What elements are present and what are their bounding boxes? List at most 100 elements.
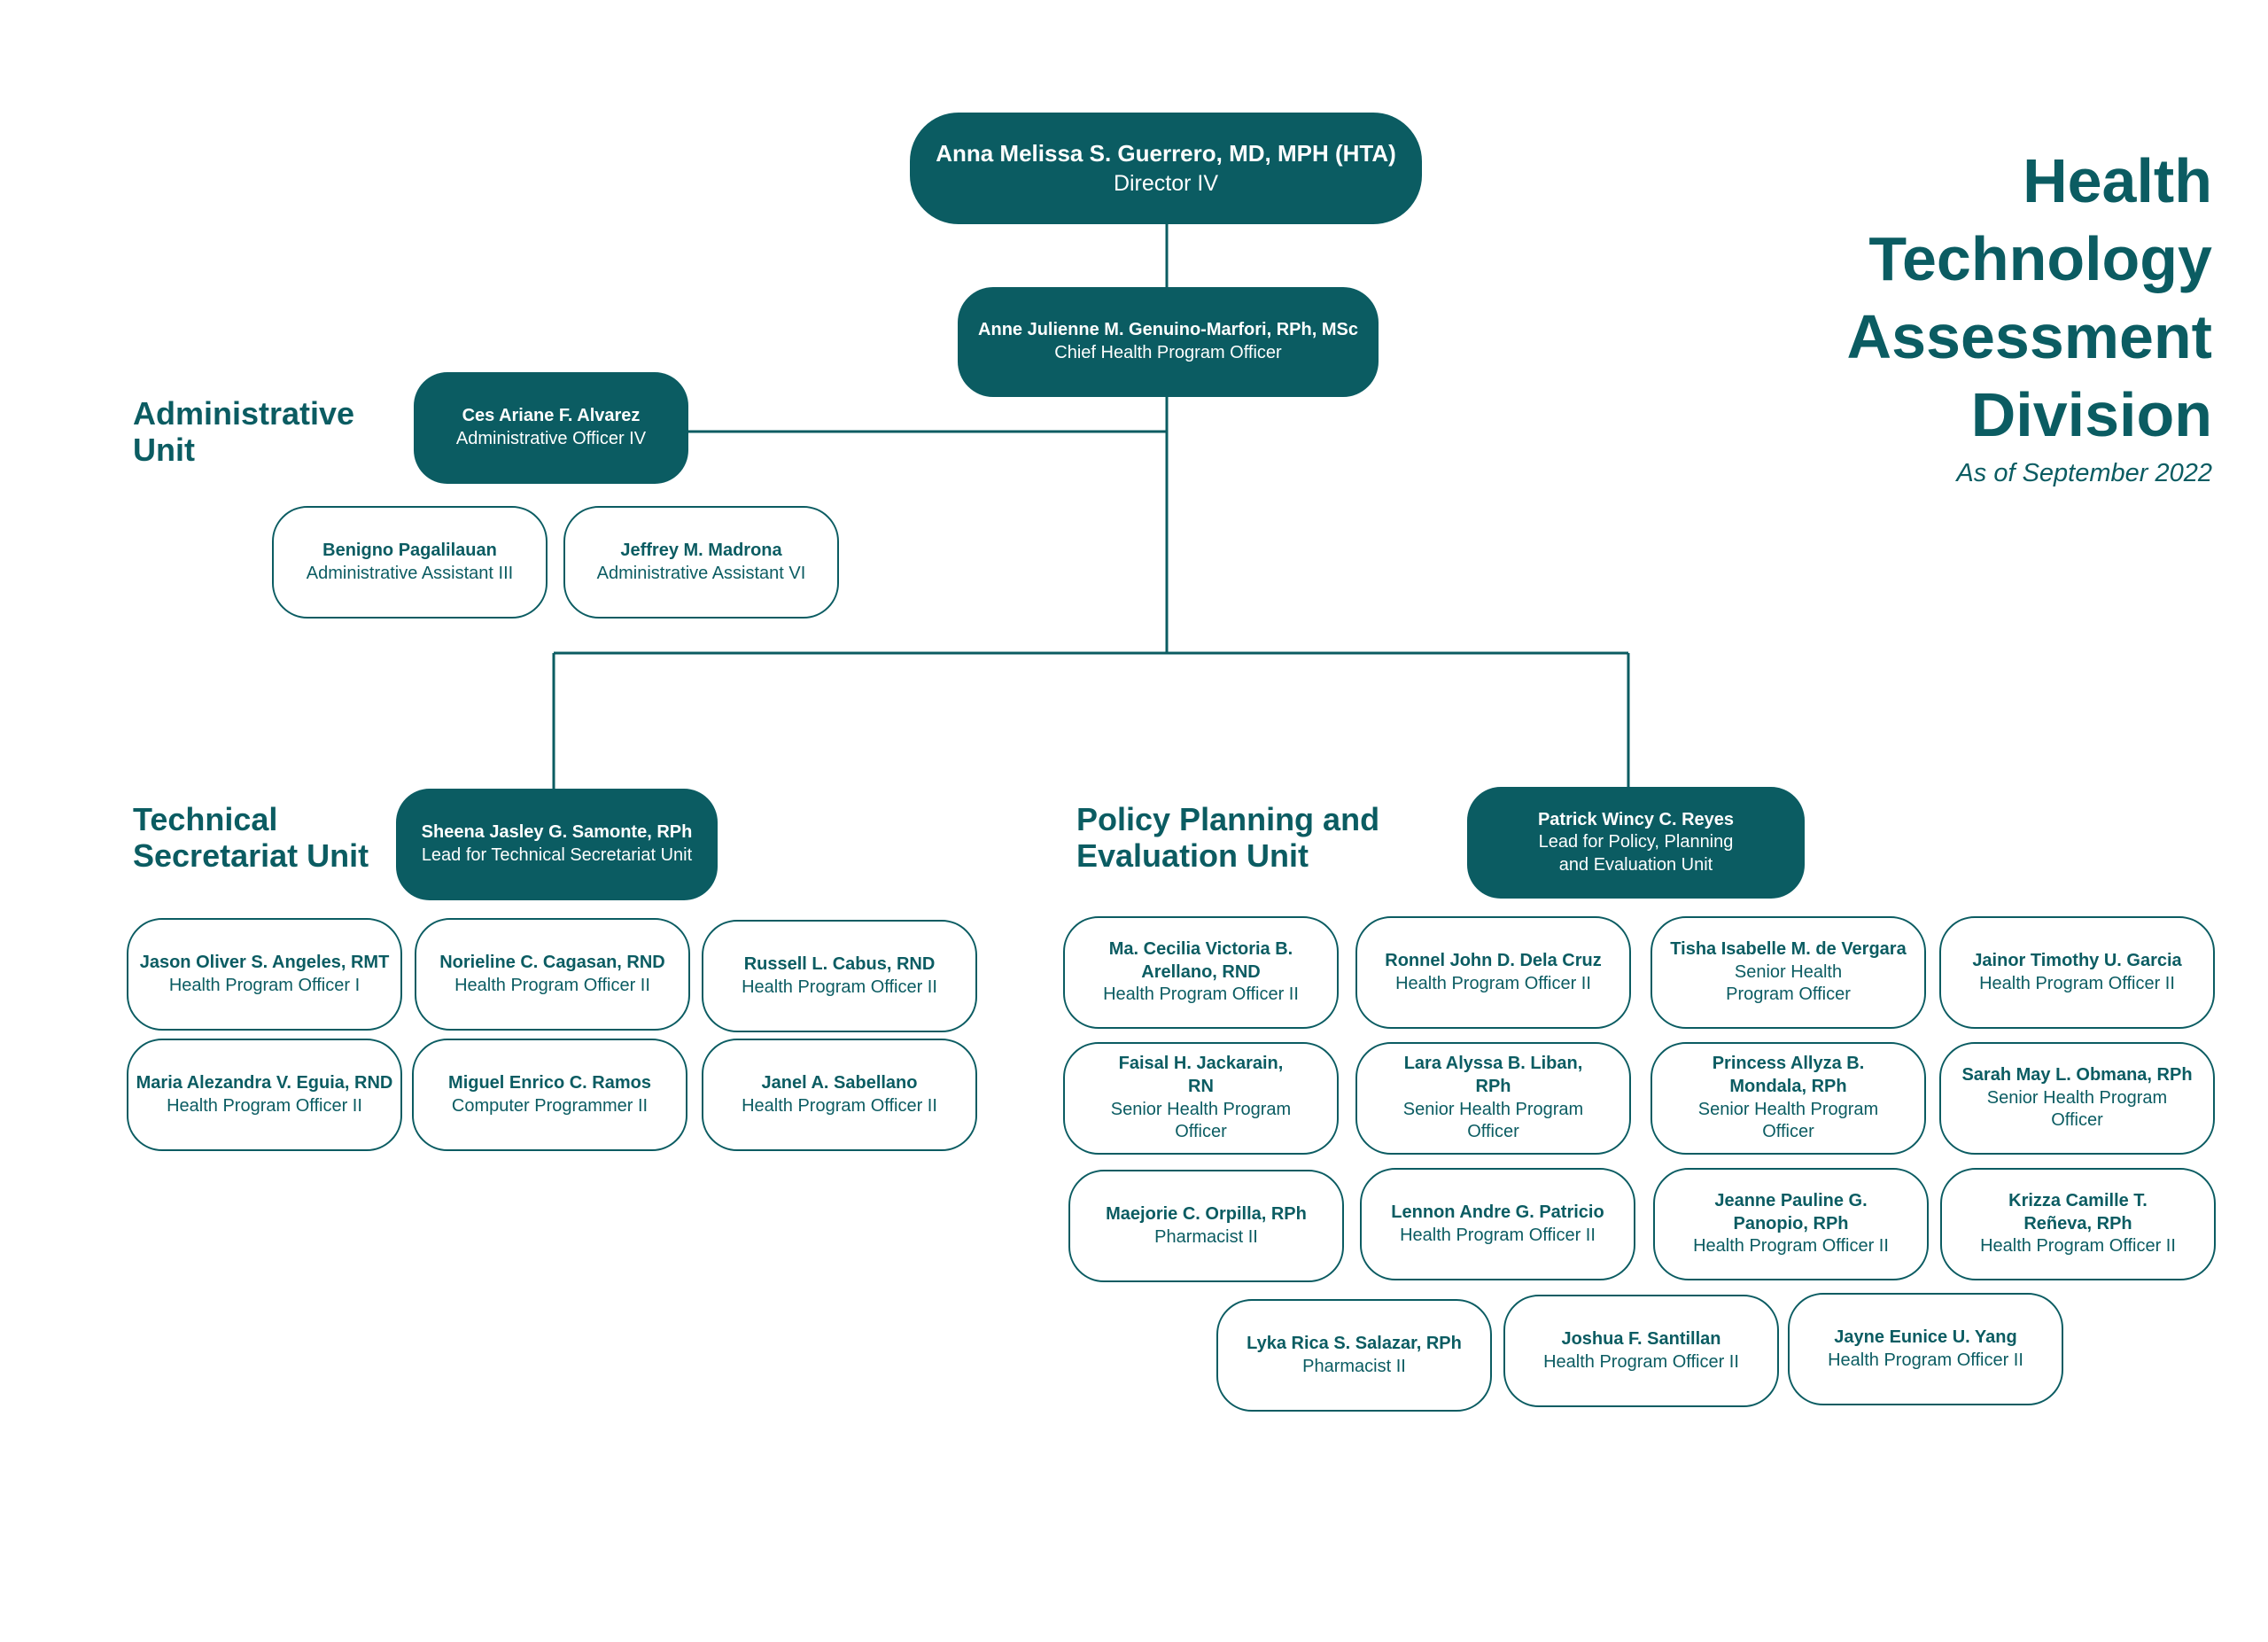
person-name: Ces Ariane F. Alvarez bbox=[462, 406, 641, 426]
person-role: Pharmacist II bbox=[1154, 1226, 1258, 1247]
title-line: Technology bbox=[1868, 224, 2212, 293]
unit-label-line: Unit bbox=[133, 432, 195, 469]
node-ts-staff: Janel A. Sabellano Health Program Office… bbox=[702, 1039, 977, 1151]
person-name: Tisha Isabelle M. de Vergara bbox=[1670, 939, 1907, 960]
node-ppe-staff: Ma. Cecilia Victoria B. Arellano, RND He… bbox=[1063, 916, 1339, 1029]
person-role: Health Program Officer II bbox=[1395, 973, 1591, 993]
person-name: Lara Alyssa B. Liban, RPh bbox=[1403, 1054, 1583, 1096]
person-role: Senior Health Program Officer bbox=[1986, 1087, 2168, 1131]
person-role: Senior Health Program Officer bbox=[1110, 1099, 1292, 1142]
person-name: Princess Allyza B. Mondala, RPh bbox=[1712, 1054, 1865, 1096]
unit-label-line: Policy Planning and bbox=[1076, 801, 1380, 837]
person-name: Janel A. Sabellano bbox=[761, 1072, 918, 1093]
unit-label-policy: Policy Planning and Evaluation Unit bbox=[1076, 801, 1379, 875]
person-name: Russell L. Cabus, RND bbox=[743, 953, 936, 974]
person-role: Computer Programmer II bbox=[451, 1095, 649, 1116]
person-name: Benigno Pagalilauan bbox=[322, 540, 497, 560]
node-ppe-staff: Jayne Eunice U. Yang Health Program Offi… bbox=[1788, 1293, 2063, 1405]
person-role: Administrative Assistant III bbox=[306, 563, 514, 583]
node-ts-staff: Jason Oliver S. Angeles, RMT Health Prog… bbox=[127, 918, 402, 1031]
person-role: Senior Health Program Officer bbox=[1697, 1099, 1879, 1142]
node-ts-staff: Miguel Enrico C. Ramos Computer Programm… bbox=[412, 1039, 687, 1151]
unit-label-technical: Technical Secretariat Unit bbox=[133, 801, 369, 875]
node-ts-staff: Maria Alezandra V. Eguia, RND Health Pro… bbox=[127, 1039, 402, 1151]
node-ppe-staff: Sarah May L. Obmana, RPh Senior Health P… bbox=[1939, 1042, 2215, 1155]
person-name: Jeffrey M. Madrona bbox=[620, 540, 782, 560]
node-ppe-staff: Krizza Camille T. Reñeva, RPh Health Pro… bbox=[1940, 1168, 2216, 1280]
person-name: Patrick Wincy C. Reyes bbox=[1537, 809, 1735, 829]
title-line: Division bbox=[1970, 380, 2212, 449]
as-of-date: As of September 2022 bbox=[1956, 459, 2212, 487]
node-ppe-staff: Jainor Timothy U. Garcia Health Program … bbox=[1939, 916, 2215, 1029]
node-director: Anna Melissa S. Guerrero, MD, MPH (HTA) … bbox=[910, 113, 1422, 224]
person-name: Jayne Eunice U. Yang bbox=[1834, 1327, 2017, 1347]
person-role: Health Program Officer II bbox=[1980, 1236, 2176, 1257]
person-role: Health Program Officer II bbox=[1979, 973, 2175, 993]
person-role: Administrative Officer IV bbox=[455, 429, 647, 448]
division-title: Health Technology Assessment Division bbox=[1847, 142, 2212, 454]
person-role: Health Program Officer II bbox=[167, 1095, 362, 1116]
person-role: Administrative Assistant VI bbox=[596, 563, 806, 583]
node-ts-lead: Sheena Jasley G. Samonte, RPh Lead for T… bbox=[396, 789, 718, 900]
node-ppe-staff: Lara Alyssa B. Liban, RPh Senior Health … bbox=[1355, 1042, 1631, 1155]
person-role: Pharmacist II bbox=[1302, 1356, 1406, 1376]
unit-label-line: Secretariat Unit bbox=[133, 837, 369, 875]
person-name: Jainor Timothy U. Garcia bbox=[1972, 950, 2182, 970]
person-role: Health Program Officer II bbox=[454, 975, 650, 995]
node-ppe-staff: Faisal H. Jackarain, RN Senior Health Pr… bbox=[1063, 1042, 1339, 1155]
title-line: Health bbox=[2023, 146, 2212, 215]
person-role: Lead for Technical Secretariat Unit bbox=[421, 845, 693, 865]
person-role: Chief Health Program Officer bbox=[1054, 343, 1282, 362]
person-role: Health Program Officer II bbox=[1828, 1350, 2023, 1370]
person-name: Sheena Jasley G. Samonte, RPh bbox=[421, 822, 693, 843]
person-name: Ma. Cecilia Victoria B. Arellano, RND bbox=[1108, 939, 1293, 982]
person-role: Director IV bbox=[1113, 170, 1219, 196]
node-chief: Anne Julienne M. Genuino-Marfori, RPh, M… bbox=[958, 287, 1379, 397]
person-name: Lyka Rica S. Salazar, RPh bbox=[1247, 1333, 1462, 1353]
person-name: Krizza Camille T. Reñeva, RPh bbox=[2008, 1191, 2148, 1233]
node-admin-officer: Ces Ariane F. Alvarez Administrative Off… bbox=[414, 372, 688, 484]
node-ppe-staff: Joshua F. Santillan Health Program Offic… bbox=[1503, 1295, 1779, 1407]
unit-label-line: Administrative bbox=[133, 395, 355, 432]
person-name: Ronnel John D. Dela Cruz bbox=[1385, 950, 1602, 970]
person-name: Norieline C. Cagasan, RND bbox=[439, 952, 665, 972]
person-role: Health Program Officer II bbox=[742, 1095, 937, 1116]
node-admin-staff: Jeffrey M. Madrona Administrative Assist… bbox=[563, 506, 839, 619]
person-role: Health Program Officer II bbox=[1400, 1225, 1596, 1245]
node-ppe-staff: Maejorie C. Orpilla, RPh Pharmacist II bbox=[1068, 1170, 1344, 1282]
unit-label-line: Technical bbox=[133, 801, 278, 837]
node-ppe-staff: Lennon Andre G. Patricio Health Program … bbox=[1360, 1168, 1635, 1280]
person-role: Lead for Policy, Planning and Evaluation… bbox=[1538, 832, 1734, 875]
person-name: Maria Alezandra V. Eguia, RND bbox=[136, 1072, 393, 1093]
person-role: Health Program Officer I bbox=[168, 975, 361, 995]
unit-label-administrative: Administrative Unit bbox=[133, 395, 354, 469]
person-name: Miguel Enrico C. Ramos bbox=[448, 1072, 651, 1093]
person-name: Jeanne Pauline G. Panopio, RPh bbox=[1714, 1191, 1868, 1233]
node-ppe-staff: Princess Allyza B. Mondala, RPh Senior H… bbox=[1651, 1042, 1926, 1155]
person-name: Jason Oliver S. Angeles, RMT bbox=[139, 952, 390, 972]
person-role: Health Program Officer II bbox=[1543, 1351, 1739, 1372]
person-name: Sarah May L. Obmana, RPh bbox=[1961, 1065, 2193, 1086]
person-role: Senior Health Program Officer bbox=[1402, 1099, 1584, 1142]
node-ppe-staff: Tisha Isabelle M. de Vergara Senior Heal… bbox=[1651, 916, 1926, 1029]
person-name: Lennon Andre G. Patricio bbox=[1391, 1202, 1604, 1222]
node-ts-staff: Norieline C. Cagasan, RND Health Program… bbox=[415, 918, 690, 1031]
title-line: Assessment bbox=[1846, 302, 2212, 371]
node-ppe-staff: Lyka Rica S. Salazar, RPh Pharmacist II bbox=[1216, 1299, 1492, 1412]
person-name: Anna Melissa S. Guerrero, MD, MPH (HTA) bbox=[936, 140, 1396, 167]
node-ppe-lead: Patrick Wincy C. Reyes Lead for Policy, … bbox=[1467, 787, 1805, 899]
node-ppe-staff: Ronnel John D. Dela Cruz Health Program … bbox=[1355, 916, 1631, 1029]
person-role: Senior Health Program Officer bbox=[1726, 961, 1851, 1005]
person-role: Health Program Officer II bbox=[742, 977, 937, 997]
person-role: Health Program Officer II bbox=[1103, 984, 1299, 1005]
person-name: Joshua F. Santillan bbox=[1561, 1328, 1721, 1349]
node-ts-staff: Russell L. Cabus, RND Health Program Off… bbox=[702, 920, 977, 1032]
person-name: Anne Julienne M. Genuino-Marfori, RPh, M… bbox=[978, 320, 1358, 340]
unit-label-line: Evaluation Unit bbox=[1076, 837, 1309, 875]
person-role: Health Program Officer II bbox=[1693, 1236, 1889, 1257]
person-name: Maejorie C. Orpilla, RPh bbox=[1106, 1203, 1307, 1224]
person-name: Faisal H. Jackarain, RN bbox=[1118, 1054, 1284, 1096]
node-admin-staff: Benigno Pagalilauan Administrative Assis… bbox=[272, 506, 548, 619]
node-ppe-staff: Jeanne Pauline G. Panopio, RPh Health Pr… bbox=[1653, 1168, 1929, 1280]
